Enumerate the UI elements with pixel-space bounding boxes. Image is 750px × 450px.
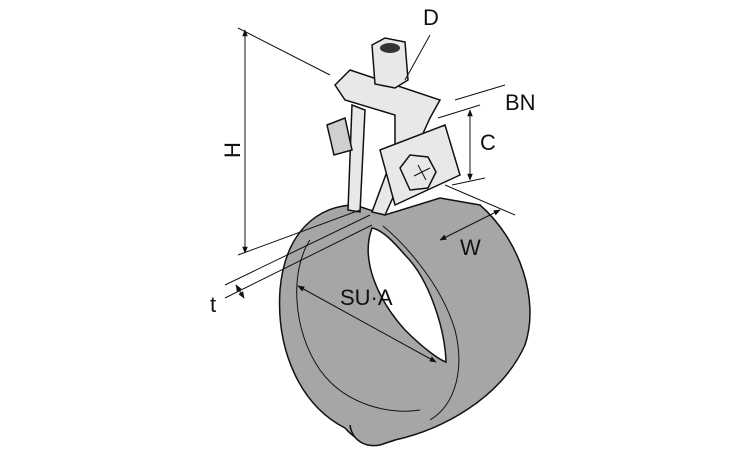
bolt — [399, 154, 437, 191]
label-d: D — [423, 5, 439, 30]
clamp-band — [278, 197, 531, 447]
bracket — [326, 69, 461, 216]
nut — [371, 37, 409, 89]
label-w: W — [460, 235, 481, 260]
label-h: H — [220, 142, 245, 158]
label-t: t — [210, 292, 216, 317]
dimension-lines — [224, 27, 516, 363]
label-bn: BN — [505, 90, 536, 115]
label-c: C — [480, 130, 496, 155]
label-su-a: SU·A — [340, 285, 393, 310]
